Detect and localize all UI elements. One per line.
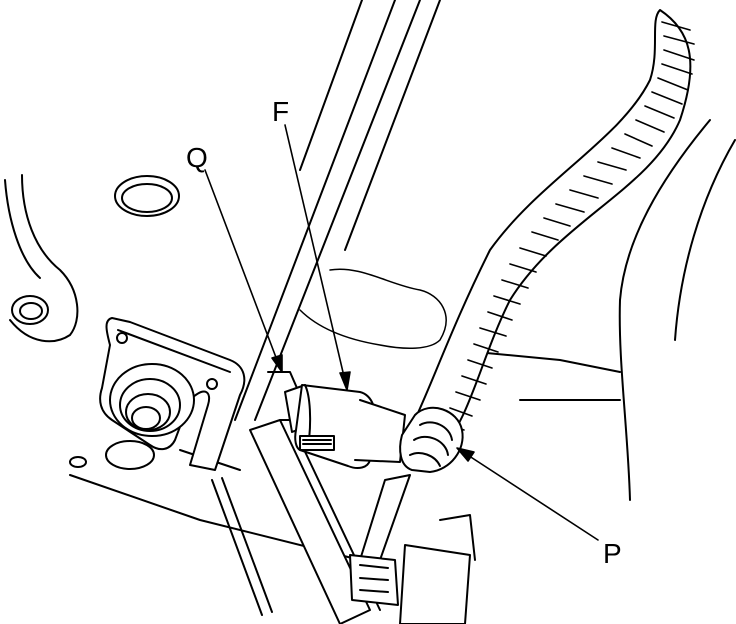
connector-f [284, 384, 406, 469]
lower-parts [349, 474, 476, 624]
leader-line-p [459, 449, 599, 541]
callout-label-f: F [272, 96, 290, 127]
oval-hole-lower [105, 440, 155, 470]
oval-hole-upper [114, 175, 180, 217]
arrowhead-p [456, 447, 475, 462]
mounting-bracket [99, 317, 246, 471]
callout-label-q: Q [186, 142, 208, 173]
shaded-area [299, 268, 621, 401]
background-rails [234, 0, 441, 421]
round-hole-left [11, 295, 49, 325]
leader-lines [204, 124, 599, 541]
body-panel [4, 119, 736, 561]
arrowhead-q [271, 354, 283, 373]
bracket-bolt-hole [116, 332, 128, 344]
panel-holes [11, 175, 180, 470]
callout-label-p: P [603, 538, 622, 569]
corrugated-harness [409, 9, 695, 451]
grommet-p [399, 406, 464, 473]
leader-line-f [284, 124, 347, 386]
leader-line-q [204, 169, 281, 369]
arrowhead-f [339, 371, 351, 391]
